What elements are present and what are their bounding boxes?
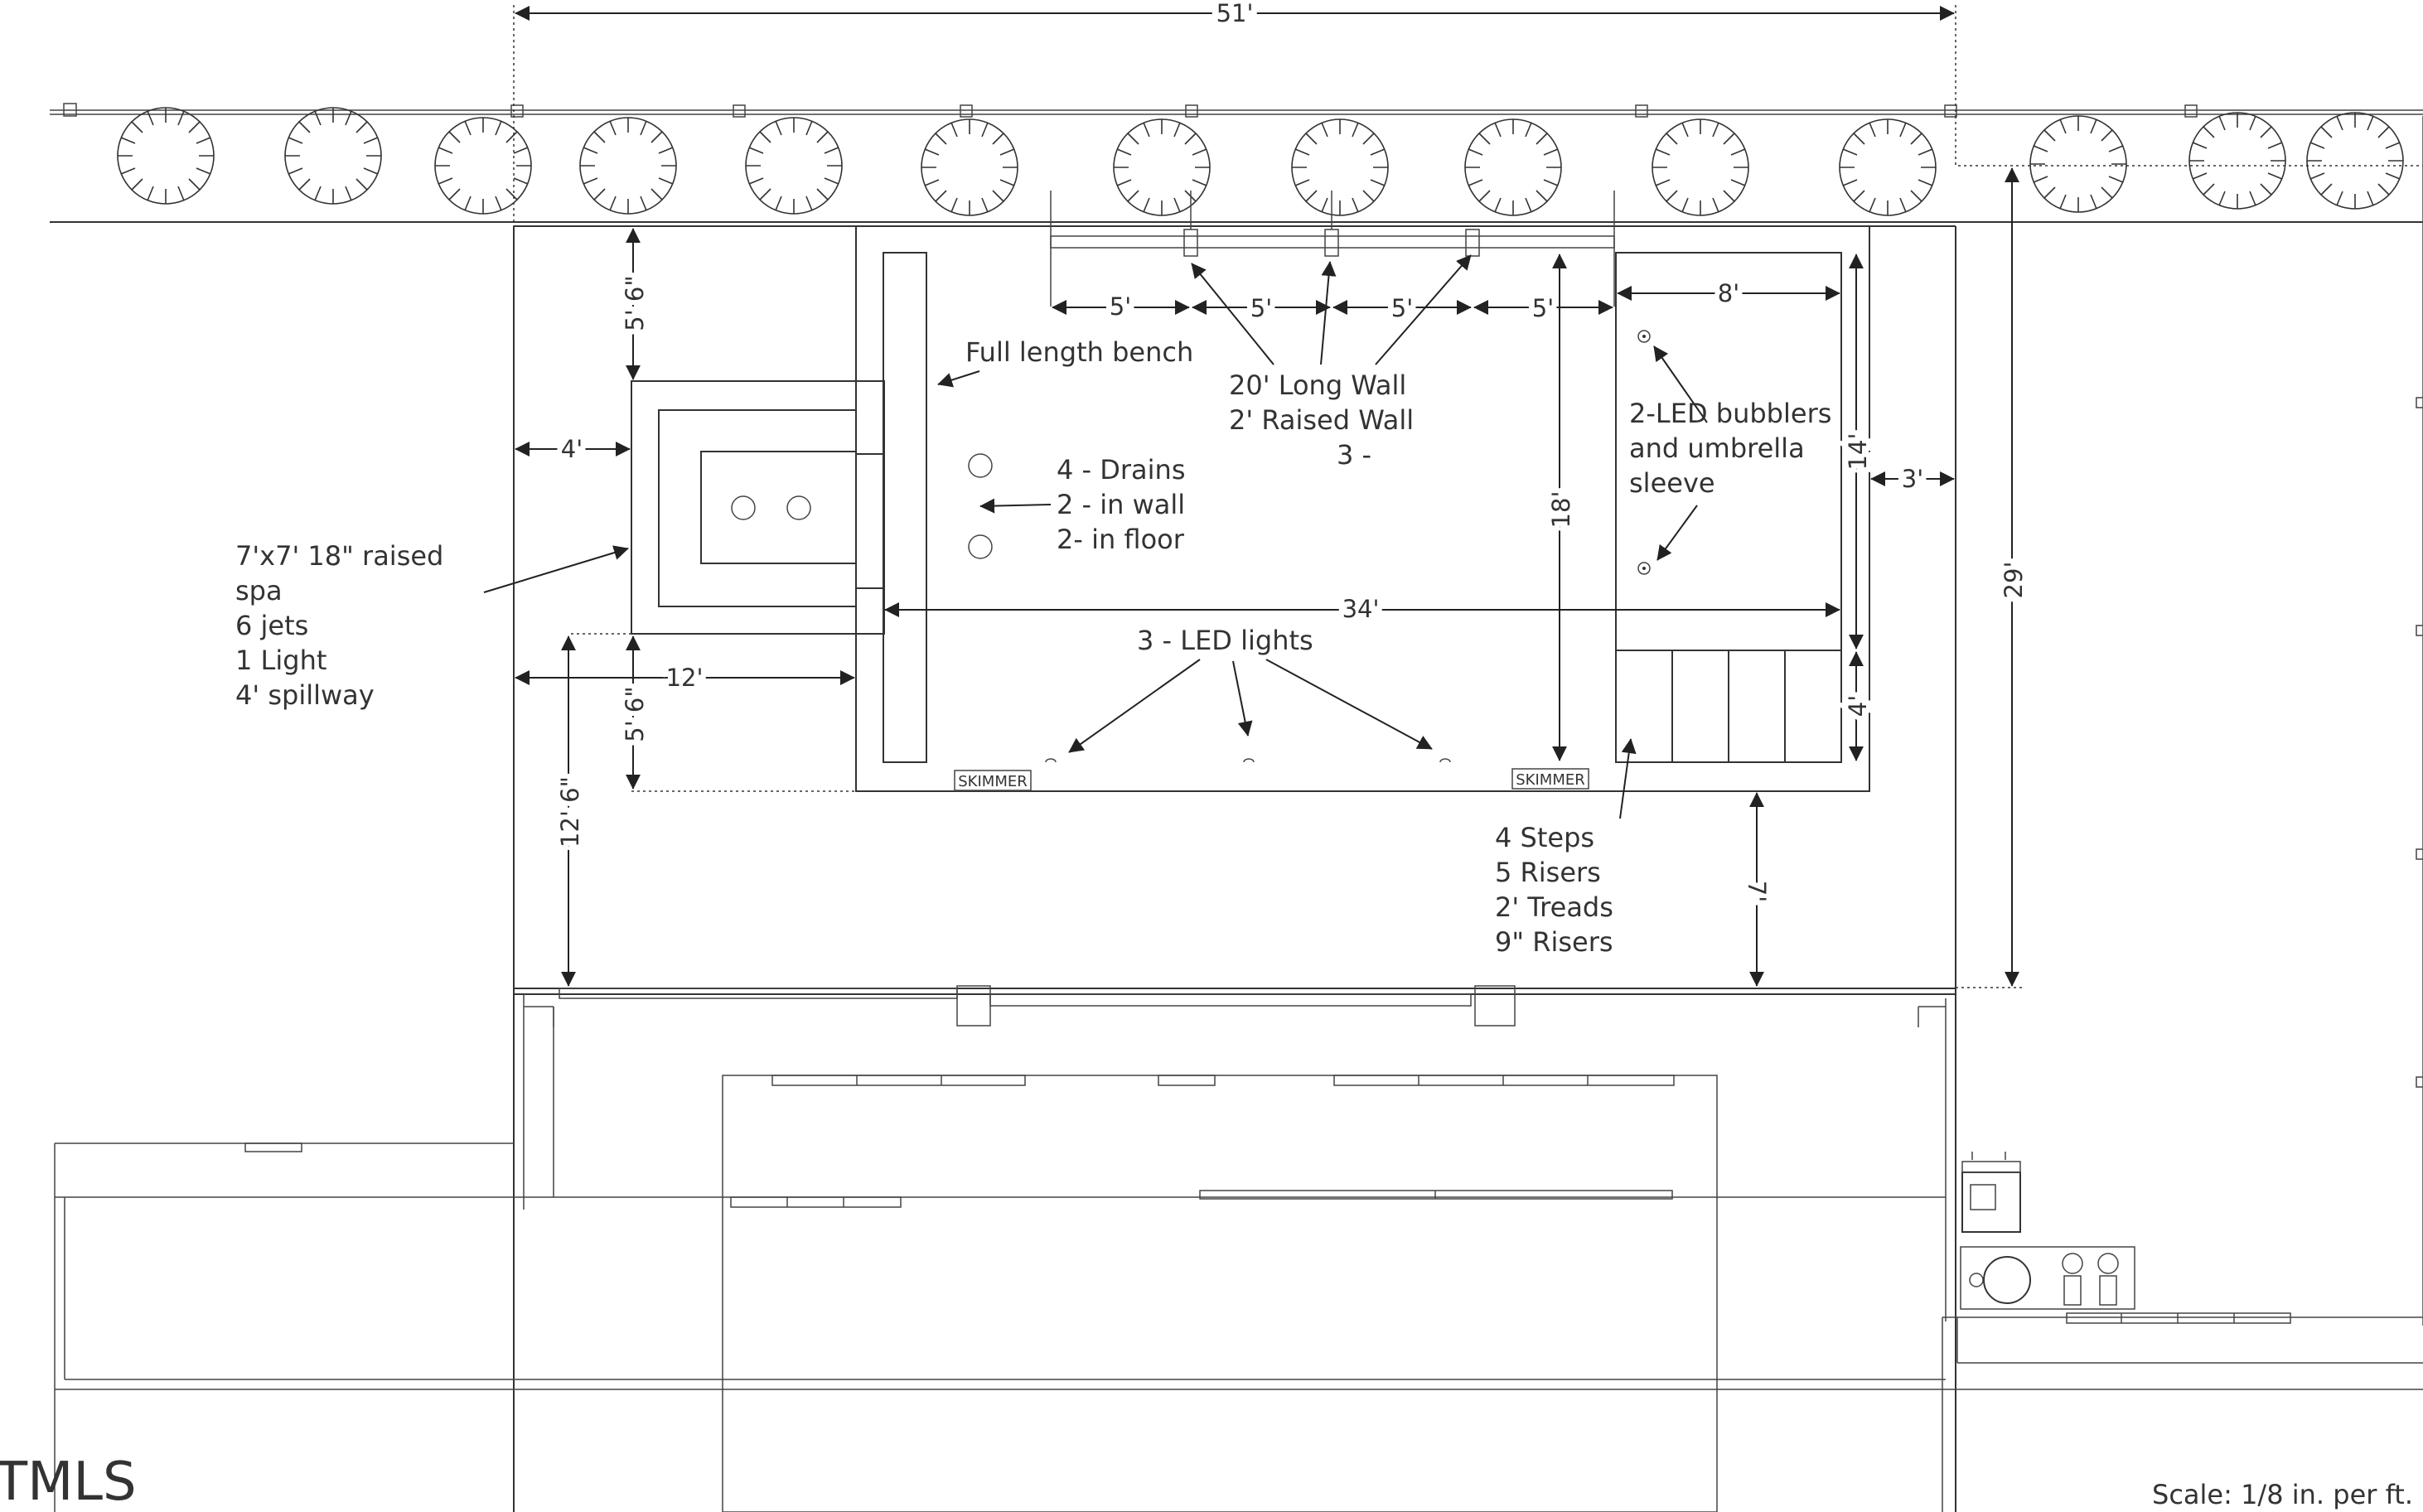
- drains-label-line-2: 2 - in wall: [1057, 489, 1185, 520]
- dim-pool-length: 34': [1342, 595, 1380, 623]
- bubblers-label-line-1: 2-LED bubblers: [1629, 398, 1831, 429]
- drain-1: [968, 453, 993, 478]
- mls-logo: TMLS: [0, 1452, 137, 1512]
- dim-house-gap: 7': [1743, 881, 1771, 902]
- bubbler-1: [1637, 330, 1651, 343]
- skimmer-right-label: SKIMMER: [1516, 771, 1584, 789]
- steps-label-line-1: 4 Steps: [1495, 822, 1594, 853]
- scale-note: Scale: 1/8 in. per ft.: [2152, 1479, 2413, 1510]
- dim-spa-top-offset: 5' 6": [621, 275, 649, 331]
- dim-spa-width: 12': [666, 664, 704, 692]
- lights-label: 3 - LED lights: [1137, 625, 1313, 656]
- dim-deck-depth: 12' 6": [556, 776, 584, 848]
- house-structure: [54, 985, 2423, 1512]
- bench: [883, 252, 927, 763]
- tree-row: [117, 107, 2404, 216]
- dim-steps-depth: 4': [1844, 695, 1872, 717]
- spa-label-line-5: 4' spillway: [235, 679, 375, 711]
- dim-steps-width: 8': [1718, 279, 1739, 307]
- bubbler-2: [1637, 562, 1651, 575]
- wall-fixture-2: [1324, 229, 1339, 257]
- wall-fixture-1: [1183, 229, 1198, 257]
- steps-label-line-4: 9" Risers: [1495, 926, 1613, 958]
- drains-label-line-3: 2- in floor: [1057, 524, 1185, 555]
- skimmer-right: [1511, 768, 1589, 790]
- dim-seg-2: 5': [1250, 294, 1272, 322]
- wall-label-line-3: 3 -: [1337, 439, 1371, 471]
- deck-outline: [513, 116, 2423, 1512]
- dim-spa-bottom-offset: 5' 6": [621, 686, 649, 742]
- wall-label-line-1: 20' Long Wall: [1229, 370, 1406, 401]
- bench-label: Full length bench: [965, 336, 1193, 368]
- led-light-1: [1045, 758, 1057, 763]
- pool-equipment: [1960, 1152, 2135, 1310]
- wall-fixture-3: [1465, 229, 1480, 257]
- dim-shelf-length: 14': [1844, 433, 1872, 471]
- wall-label-line-2: 2' Raised Wall: [1229, 404, 1414, 436]
- dim-seg-4: 5': [1532, 294, 1554, 322]
- drains-label-line-1: 4 - Drains: [1057, 454, 1186, 485]
- dim-side-clearance: 3': [1902, 465, 1923, 493]
- spa-jet-2: [786, 495, 811, 520]
- spa-label-line-1: 7'x7' 18" raised: [235, 540, 443, 572]
- property-fence: [50, 103, 2423, 223]
- dim-pool-width: 18': [1547, 491, 1575, 529]
- dim-total-width: 51': [1216, 0, 1254, 27]
- bubblers-label-line-2: and umbrella: [1629, 432, 1805, 464]
- spa-jet-1: [731, 495, 756, 520]
- spa-label-line-4: 1 Light: [235, 645, 326, 676]
- steps-label-line-3: 2' Treads: [1495, 891, 1613, 923]
- spa-label-line-2: spa: [235, 575, 283, 606]
- dim-seg-3: 5': [1391, 294, 1413, 322]
- pool: [855, 191, 1870, 792]
- dim-overall-depth: 29': [2000, 562, 2028, 599]
- steps-label-line-2: 5 Risers: [1495, 857, 1601, 888]
- spa: [568, 380, 885, 792]
- dimension-lines: [513, 5, 2022, 988]
- dim-spa-side-offset: 4': [561, 435, 583, 463]
- led-light-3: [1439, 758, 1451, 763]
- bubblers-label-line-3: sleeve: [1629, 467, 1715, 499]
- leader-arrows: [483, 254, 1708, 819]
- dim-seg-1: 5': [1110, 292, 1131, 321]
- led-light-2: [1243, 758, 1255, 763]
- spa-label-line-3: 6 jets: [235, 610, 308, 641]
- drain-2: [968, 534, 993, 559]
- skimmer-left-label: SKIMMER: [958, 773, 1027, 790]
- raised-wall: [1050, 235, 1615, 249]
- skimmer-left: [954, 770, 1032, 791]
